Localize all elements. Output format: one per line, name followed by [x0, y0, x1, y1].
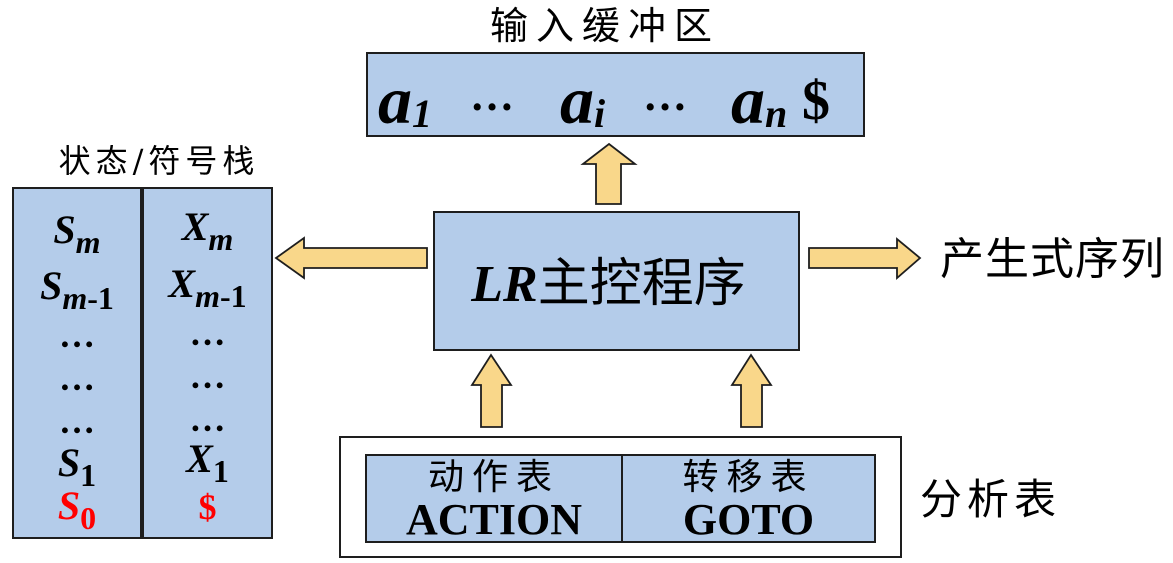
state-ellipsis: … [59, 358, 95, 398]
subscript-upright: 1 [80, 457, 97, 493]
symbol-stack-column [142, 187, 273, 539]
input-buffer-label: 输入缓冲区 [489, 4, 720, 48]
state-entry: Sm [12, 207, 142, 261]
subscript-italic: m [208, 221, 234, 257]
initial-state-entry: S0 [12, 483, 142, 537]
state-subscript: m-1 [62, 280, 114, 316]
subscript-italic: m [195, 278, 220, 314]
state-subscript: 1 [80, 457, 96, 493]
action-table-title: 动作表 [427, 457, 560, 498]
symbol-base: a [560, 62, 594, 138]
state-subscript: m [76, 224, 101, 260]
arrow-from-action-table [470, 353, 513, 428]
symbol-base: X [186, 436, 213, 481]
symbol-subscript: 1 [213, 453, 229, 489]
stack-label: 状态/符号栈 [58, 142, 260, 180]
subscript-italic: m [75, 224, 101, 260]
symbol-base: a [378, 62, 412, 138]
symbol-entry: X1 [142, 436, 273, 490]
input-buffer-box [366, 52, 865, 137]
symbol-subscript: m [208, 221, 233, 257]
input-symbol: ai [560, 66, 605, 144]
action-table-cell [365, 454, 623, 543]
goto-table-cell [621, 454, 876, 543]
state-base: S [53, 207, 76, 252]
symbol-subscript: m-1 [195, 278, 247, 314]
symbol-subscript: i [594, 91, 606, 136]
symbol-entry: Xm [142, 204, 273, 258]
symbol-subscript: n [765, 91, 788, 136]
symbol-subscript: 1 [412, 91, 432, 136]
input-symbol: a1 [378, 66, 432, 144]
parse-table-label: 分析表 [920, 475, 1062, 524]
state-entry: S1 [12, 440, 142, 494]
symbol-ellipsis: … [189, 399, 226, 439]
state-subscript: 0 [80, 500, 96, 536]
state-ellipsis: … [59, 315, 95, 355]
subscript-italic: m [62, 280, 88, 316]
subscript-upright: -1 [87, 280, 114, 316]
state-stack-column [12, 187, 142, 539]
lr-driver-prefix: LR [471, 256, 538, 313]
arrow-to-output [808, 237, 922, 280]
action-table-name: ACTION [405, 495, 583, 544]
state-base: S [57, 483, 81, 528]
input-end-marker: $ [802, 70, 830, 132]
symbol-ellipsis: … [189, 356, 226, 396]
symbol-base: a [731, 62, 765, 138]
input-symbol: an [731, 66, 787, 144]
arrow-to-stack [274, 236, 428, 280]
symbol-base: X [181, 204, 209, 249]
state-entry: Sm-1 [12, 263, 142, 317]
subscript-upright: -1 [219, 278, 247, 314]
stack-bottom-marker: $ [198, 487, 217, 527]
state-base: S [40, 263, 63, 308]
lr-driver-box [433, 211, 800, 351]
symbol-ellipsis: … [189, 313, 226, 353]
output-label: 产生式序列 [940, 234, 1165, 285]
state-base: S [57, 440, 81, 485]
input-ellipsis: … [470, 71, 514, 120]
goto-table-name: GOTO [682, 495, 815, 544]
subscript-upright: 1 [212, 453, 229, 489]
subscript-upright: 0 [80, 500, 97, 536]
arrow-to-input-buffer [580, 142, 638, 205]
symbol-entry: Xm-1 [142, 261, 273, 315]
state-ellipsis: … [59, 401, 95, 441]
symbol-base: X [168, 261, 196, 306]
arrow-from-goto-table [730, 353, 773, 428]
lr-driver-title: LR主控程序 [433, 258, 784, 311]
input-ellipsis: … [643, 71, 687, 120]
lr-driver-label: 主控程序 [537, 254, 746, 314]
goto-table-title: 转移表 [682, 457, 815, 498]
